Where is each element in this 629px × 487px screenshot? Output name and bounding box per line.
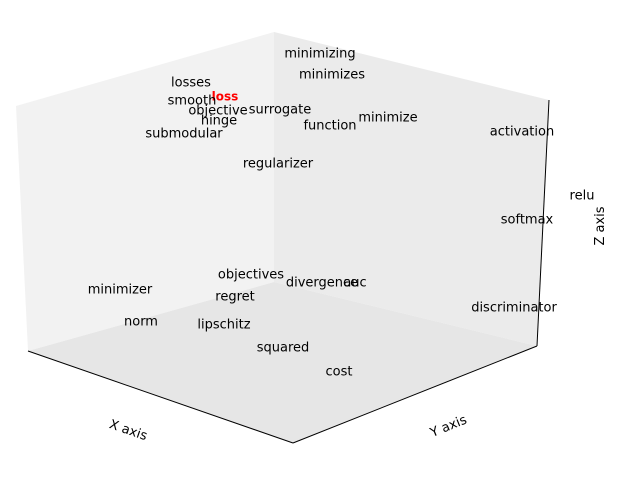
point-label-norm: norm bbox=[124, 315, 158, 330]
point-label-squared: squared bbox=[257, 341, 310, 356]
point-label-auc: auc bbox=[343, 276, 366, 291]
point-label-cost: cost bbox=[326, 365, 353, 380]
point-label-submodular: submodular bbox=[145, 127, 223, 142]
point-label-surrogate: surrogate bbox=[249, 103, 311, 118]
point-label-discriminator: discriminator bbox=[471, 301, 557, 316]
point-label-regularizer: regularizer bbox=[243, 157, 314, 172]
point-label-function: function bbox=[303, 119, 356, 134]
y-axis-title: Y axis bbox=[427, 413, 469, 442]
left-back-pane bbox=[16, 32, 274, 351]
point-label-regret: regret bbox=[215, 290, 254, 305]
z-axis-line bbox=[536, 99, 550, 347]
point-label-smooth: smooth bbox=[168, 94, 217, 109]
y-axis-line bbox=[292, 345, 538, 444]
point-label-divergence: divergence bbox=[286, 276, 358, 291]
right-back-pane bbox=[274, 32, 549, 346]
z-axis-title: Z axis bbox=[593, 206, 608, 245]
word-labels: lossminimizingminimizeslossessmoothobjec… bbox=[88, 47, 595, 380]
point-label-activation: activation bbox=[490, 125, 554, 140]
x-axis-title: X axis bbox=[107, 417, 149, 444]
point-label-minimizer: minimizer bbox=[88, 283, 153, 298]
point-label-relu: relu bbox=[570, 189, 595, 204]
axis-lines bbox=[27, 99, 550, 444]
point-label-softmax: softmax bbox=[501, 213, 554, 228]
point-label-lipschitz: lipschitz bbox=[197, 318, 250, 333]
point-label-objectives: objectives bbox=[218, 268, 284, 283]
floor-pane bbox=[28, 282, 537, 443]
point-label-minimizing: minimizing bbox=[284, 47, 355, 62]
point-label-losses: losses bbox=[171, 76, 211, 91]
point-label-minimize: minimize bbox=[358, 111, 417, 126]
point-label-objective: objective bbox=[188, 104, 247, 119]
point-label-hinge: hinge bbox=[201, 114, 237, 129]
point-label-minimizes: minimizes bbox=[299, 68, 365, 83]
point-label-loss: loss bbox=[212, 90, 239, 104]
x-axis-line bbox=[27, 350, 294, 444]
panes bbox=[16, 32, 549, 443]
